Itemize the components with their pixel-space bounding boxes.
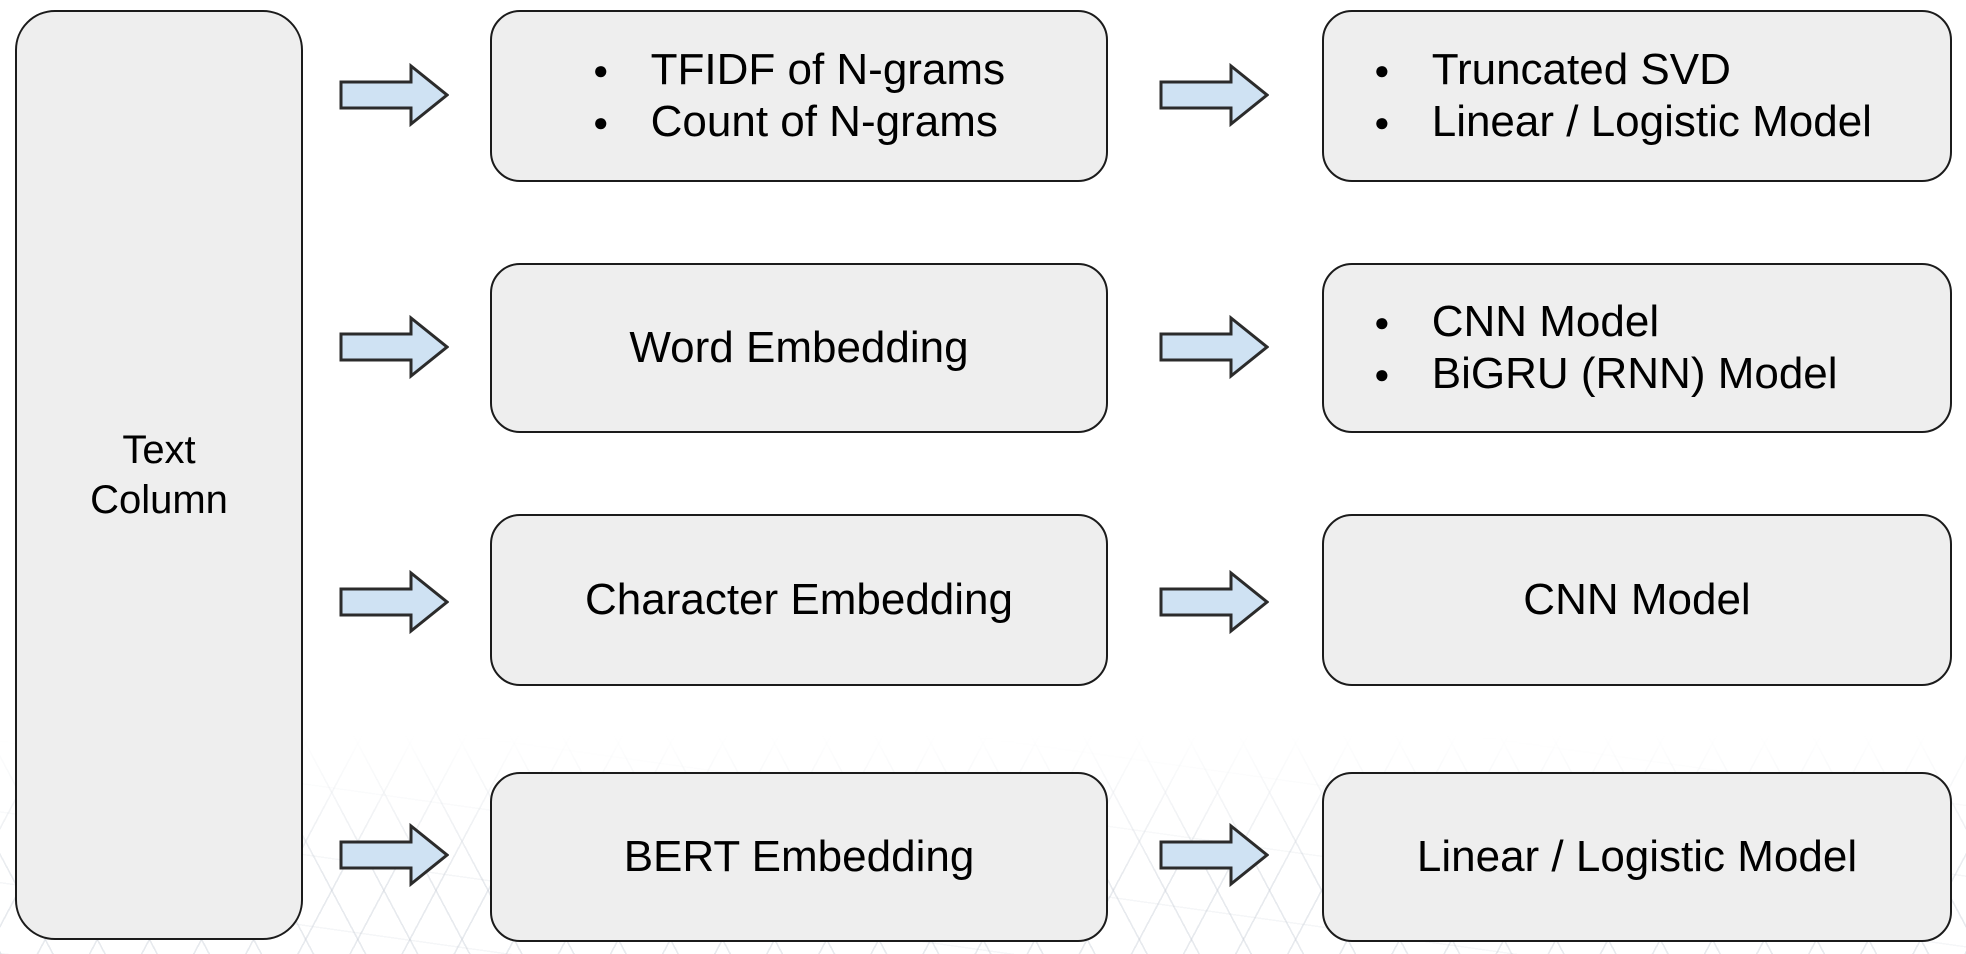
- list-item: ● BiGRU (RNN) Model: [1374, 348, 1838, 400]
- right-arrow-shape: [1159, 569, 1269, 635]
- model-list: ● CNN Model ● BiGRU (RNN) Model: [1374, 296, 1838, 400]
- right-arrow-shape: [1159, 62, 1269, 128]
- list-item: ● TFIDF of N-grams: [593, 44, 1005, 96]
- models-box-svd-linear: ● Truncated SVD ● Linear / Logistic Mode…: [1322, 10, 1952, 182]
- models-box-linear-logistic: Linear / Logistic Model: [1322, 772, 1952, 942]
- list-item: ● Linear / Logistic Model: [1374, 96, 1872, 148]
- model-label: CNN Model: [1523, 575, 1751, 624]
- right-arrow-icon: [1159, 314, 1269, 380]
- list-item: ● Truncated SVD: [1374, 44, 1872, 96]
- text-column-box: Text Column: [15, 10, 303, 940]
- model-item-label: Truncated SVD: [1431, 45, 1731, 94]
- right-arrow-shape: [339, 314, 449, 380]
- list-item: ● Count of N-grams: [593, 96, 1005, 148]
- right-arrow-shape: [339, 822, 449, 888]
- bullet-icon: ●: [592, 55, 609, 85]
- right-arrow-icon: [339, 314, 449, 380]
- bullet-icon: ●: [1374, 307, 1390, 337]
- model-label: Linear / Logistic Model: [1416, 832, 1858, 881]
- right-arrow-icon: [339, 822, 449, 888]
- features-box-character-embedding: Character Embedding: [490, 514, 1108, 686]
- model-item-label: CNN Model: [1431, 297, 1660, 346]
- feature-label: BERT Embedding: [623, 832, 975, 881]
- bullet-icon: ●: [1374, 359, 1390, 389]
- right-arrow-shape: [339, 569, 449, 635]
- bullet-icon: ●: [592, 107, 609, 137]
- model-item-label: Linear / Logistic Model: [1431, 97, 1872, 146]
- features-box-ngrams: ● TFIDF of N-grams ● Count of N-grams: [490, 10, 1108, 182]
- model-list: ● Truncated SVD ● Linear / Logistic Mode…: [1374, 44, 1872, 148]
- feature-item-label: Count of N-grams: [650, 97, 998, 146]
- right-arrow-icon: [1159, 569, 1269, 635]
- models-box-cnn-bigru: ● CNN Model ● BiGRU (RNN) Model: [1322, 263, 1952, 433]
- right-arrow-icon: [339, 62, 449, 128]
- right-arrow-shape: [1159, 314, 1269, 380]
- right-arrow-icon: [1159, 822, 1269, 888]
- text-column-label: Text Column: [90, 428, 228, 522]
- feature-list: ● TFIDF of N-grams ● Count of N-grams: [593, 44, 1005, 148]
- model-item-label: BiGRU (RNN) Model: [1431, 349, 1838, 398]
- right-arrow-shape: [1159, 822, 1269, 888]
- feature-label: Word Embedding: [629, 323, 969, 372]
- bullet-icon: ●: [1374, 107, 1390, 137]
- bullet-icon: ●: [1374, 55, 1390, 85]
- feature-label: Character Embedding: [584, 575, 1013, 624]
- right-arrow-icon: [1159, 62, 1269, 128]
- right-arrow-icon: [339, 569, 449, 635]
- features-box-bert-embedding: BERT Embedding: [490, 772, 1108, 942]
- models-box-cnn: CNN Model: [1322, 514, 1952, 686]
- list-item: ● CNN Model: [1374, 296, 1838, 348]
- right-arrow-shape: [339, 62, 449, 128]
- feature-item-label: TFIDF of N-grams: [650, 45, 1006, 94]
- features-box-word-embedding: Word Embedding: [490, 263, 1108, 433]
